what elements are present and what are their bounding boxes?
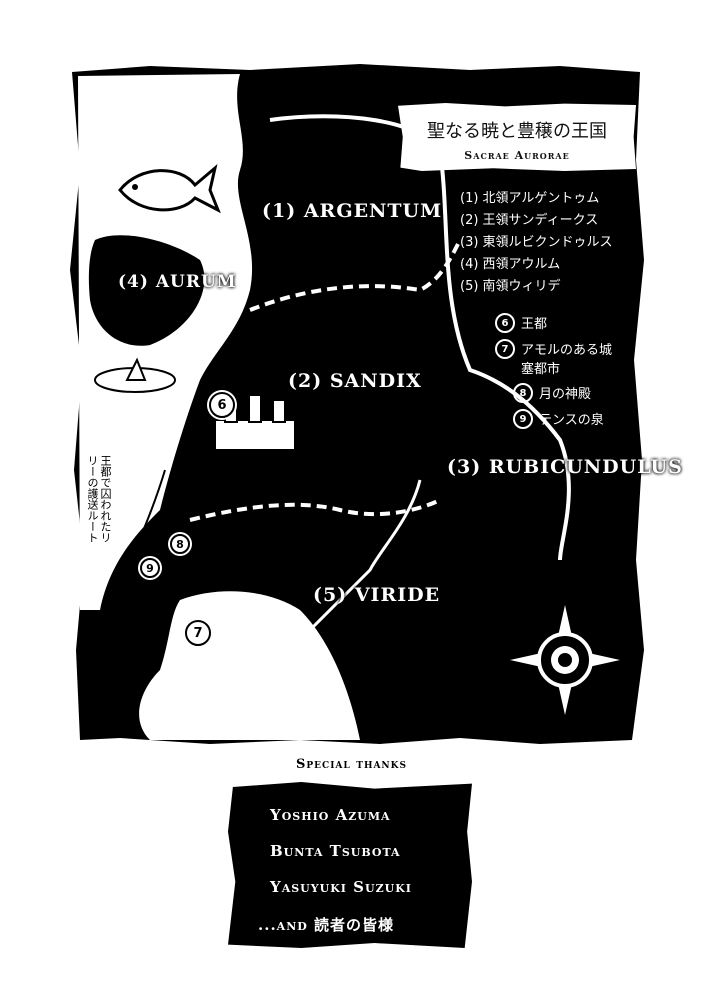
special-thanks-heading: Special thanks bbox=[296, 757, 407, 772]
legend-item: (5) 南領ウィリデ bbox=[460, 279, 561, 294]
region-legend: (1) 北領アルゲントゥム (2) 王領サンディークス (3) 東領ルビクンドゥ… bbox=[460, 188, 613, 298]
boat-icon bbox=[94, 357, 176, 393]
sea-west bbox=[78, 74, 253, 610]
map-title-box: 聖なる暁と豊穣の王国 Sacrae Aurorae bbox=[398, 103, 636, 171]
region-label-rubicundulus: (3) RUBICUNDULUS bbox=[447, 456, 683, 478]
road bbox=[278, 479, 422, 662]
marker-8: 8 bbox=[170, 534, 190, 554]
marker-9: 9 bbox=[140, 558, 160, 578]
credit-readers: ...and 読者の皆様 bbox=[258, 916, 395, 934]
credits-box: Yoshio Azuma Bunta Tsubota Yasuyuki Suzu… bbox=[228, 782, 472, 948]
legend-item: (2) 王領サンディークス bbox=[460, 213, 599, 228]
compass-rose-icon bbox=[510, 605, 620, 715]
escort-route bbox=[104, 469, 166, 621]
route-note: 王都で囚われたリリーの護送ルート bbox=[86, 455, 112, 543]
credit-name: Yasuyuki Suzuki bbox=[270, 878, 412, 896]
map-title-jp: 聖なる暁と豊穣の王国 bbox=[427, 121, 607, 142]
legend-item: (3) 東領ルビクンドゥルス bbox=[460, 235, 613, 250]
marker-7: 7 bbox=[185, 620, 211, 646]
map-title-en: Sacrae Aurorae bbox=[464, 149, 570, 162]
island-aurum bbox=[88, 235, 205, 346]
region-label-viride: (5) VIRIDE bbox=[313, 584, 441, 606]
region-label-aurum: (4) AURUM bbox=[118, 272, 237, 292]
border-south bbox=[189, 498, 441, 522]
credit-name: Yoshio Azuma bbox=[270, 806, 391, 824]
region-label-sandix: (2) SANDIX bbox=[288, 370, 422, 392]
marker-6: 6 bbox=[209, 392, 235, 418]
region-label-argentum: (1) ARGENTUM bbox=[262, 200, 443, 222]
river bbox=[269, 114, 571, 561]
legend-item: (1) 北領アルゲントゥム bbox=[460, 191, 600, 206]
fish-icon bbox=[118, 163, 221, 214]
legend-item: (4) 西領アウルム bbox=[460, 257, 561, 272]
credit-name: Bunta Tsubota bbox=[270, 842, 401, 860]
